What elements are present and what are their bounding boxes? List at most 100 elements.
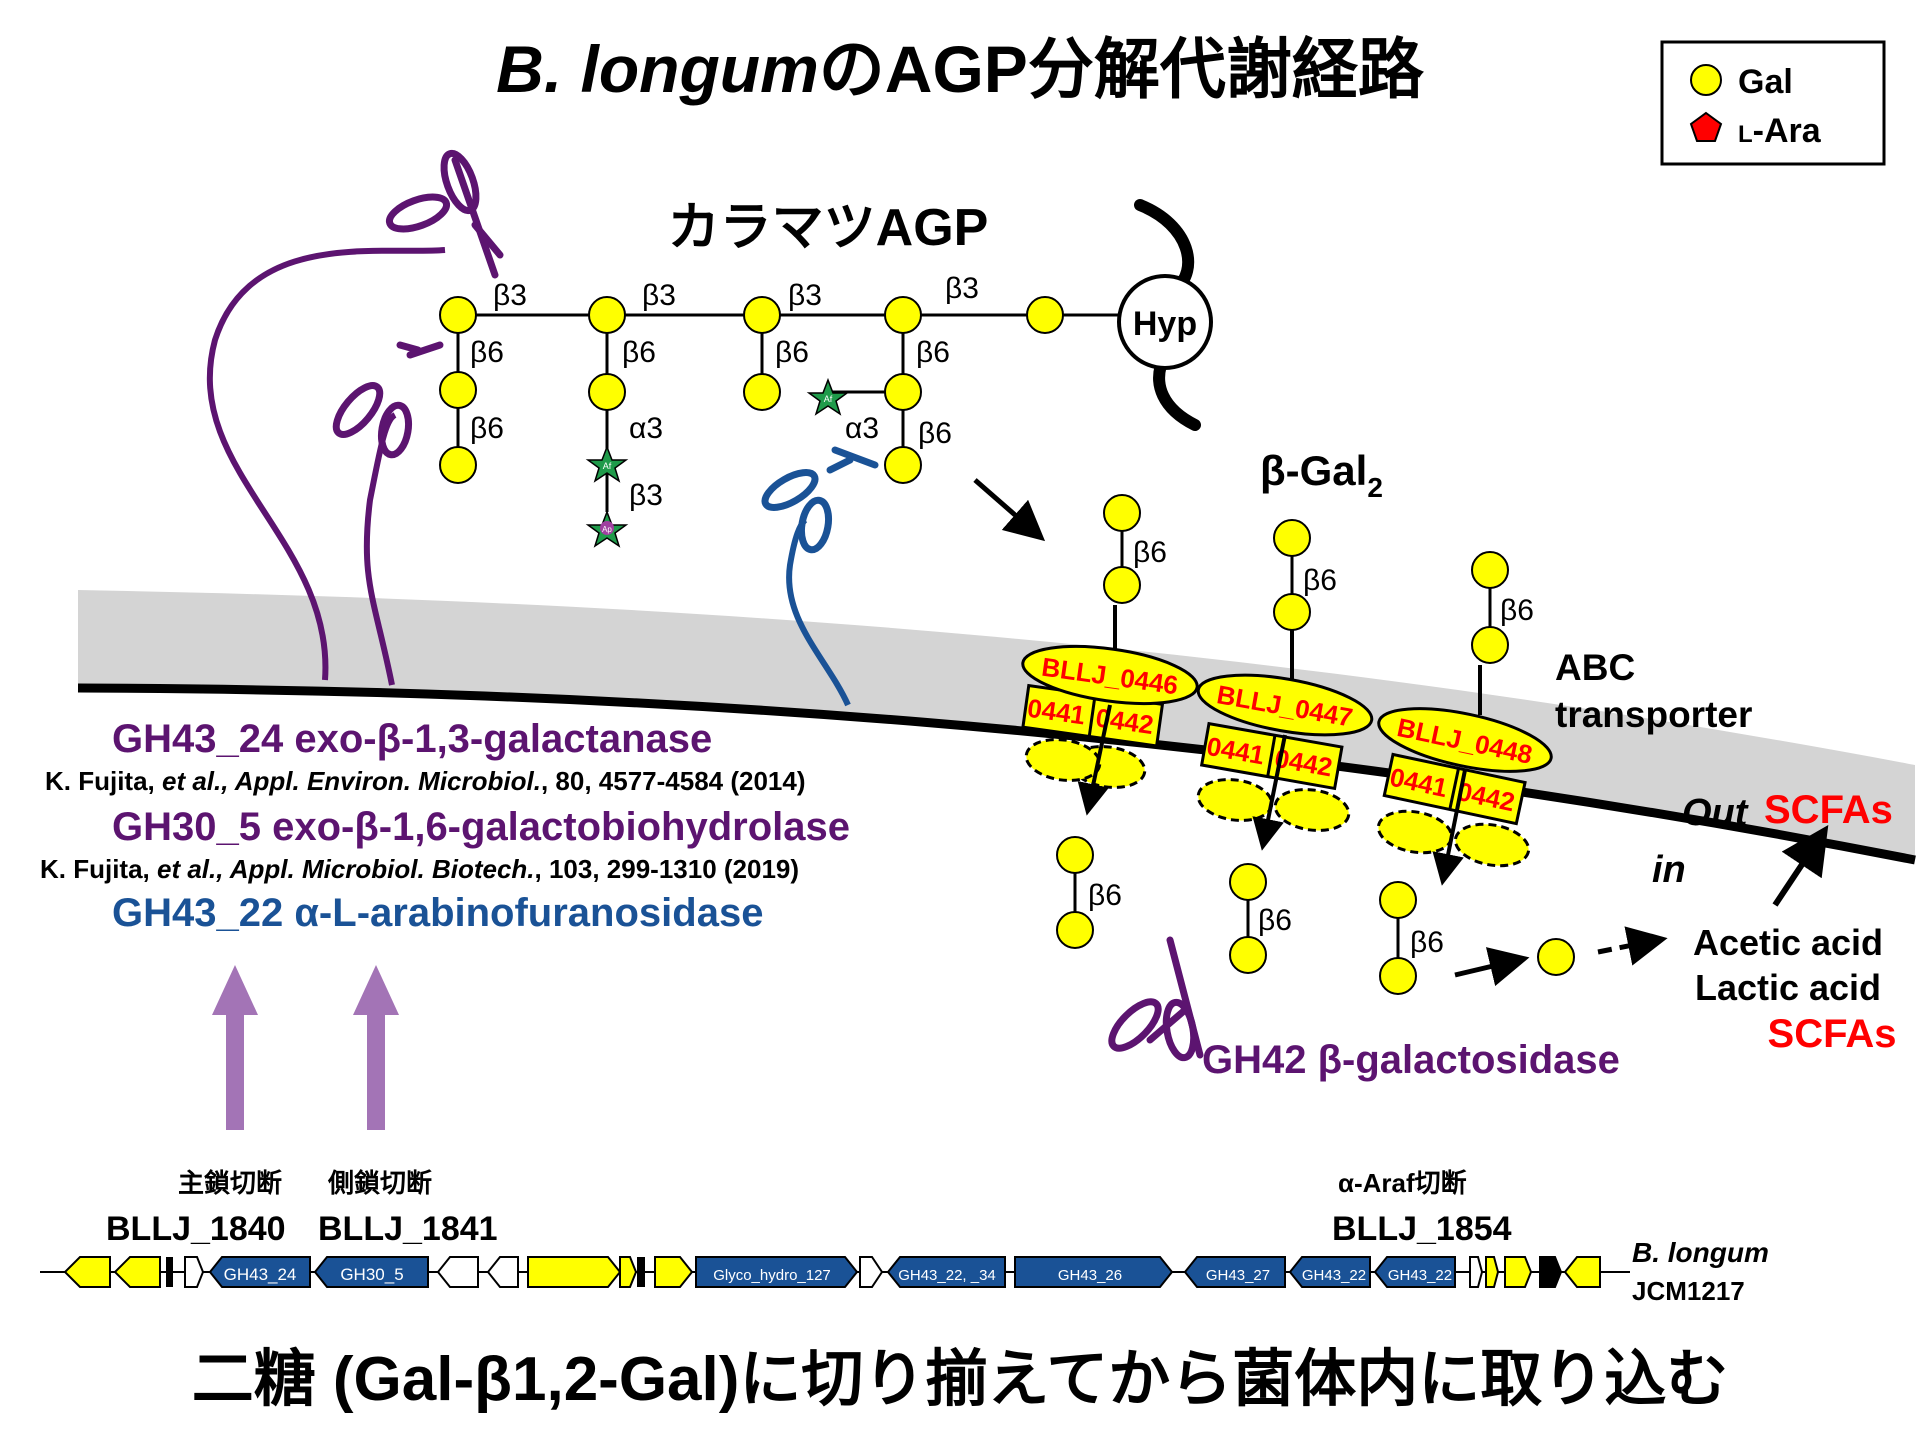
disaccharide-outside: β6 <box>1103 494 1167 604</box>
linkage-label: β6 <box>470 336 504 369</box>
linkage-label: β3 <box>788 279 822 312</box>
gal-residue <box>1026 296 1064 334</box>
linkage-label: β3 <box>642 279 676 312</box>
disaccharide-outside: β6 <box>1273 519 1337 631</box>
organism-label: B. longum <box>1632 1237 1769 1268</box>
svg-text:Glyco_hydro_127: Glyco_hydro_127 <box>713 1267 831 1284</box>
scissors-icon <box>385 149 504 279</box>
abc-label-line1: ABC <box>1555 647 1635 688</box>
abc-label-line2: transporter <box>1555 694 1752 735</box>
cell-membrane <box>77 683 1916 865</box>
svg-text:GH43_24: GH43_24 <box>224 1265 297 1284</box>
expression-arrows <box>212 965 399 1130</box>
enzyme-gh30-5: GH30_5 exo-β-1,6-galactobiohydrolase <box>112 805 850 849</box>
legend-ara-label: L-Ara <box>1738 112 1822 150</box>
linkage-label: β3 <box>945 272 979 305</box>
araf-star-label: Af <box>603 461 612 471</box>
arap-star-label: Ap <box>602 525 612 534</box>
svg-text:β6: β6 <box>1258 904 1292 937</box>
lactic-acid-label: Lactic acid <box>1695 967 1881 1008</box>
scissors-icon <box>332 341 444 459</box>
scfas-in-label: SCFAs <box>1768 1012 1897 1056</box>
gh43-24-tether <box>206 247 446 681</box>
gene-bllj-1854: BLLJ_1854 <box>1332 1210 1512 1248</box>
footer-caption: 二糖 (Gal-β1,2-Gal)に切り揃えてから菌体内に取り込む <box>192 1345 1729 1414</box>
araf-star-label: Af <box>824 394 833 404</box>
gal-residue <box>439 446 477 484</box>
arap-core <box>600 521 614 535</box>
gal-residue <box>884 446 922 484</box>
disaccharide-inside: β6 <box>1056 836 1122 949</box>
svg-text:GH30_5: GH30_5 <box>340 1265 403 1284</box>
gal-residue <box>588 373 626 411</box>
gh30-5-tether <box>363 412 397 686</box>
scissors-icon <box>1108 936 1204 1062</box>
legend-gal-label: Gal <box>1738 63 1793 101</box>
svg-text:GH43_26: GH43_26 <box>1058 1267 1122 1284</box>
linkage-label: β6 <box>918 417 952 450</box>
hyp-label: Hyp <box>1133 305 1197 343</box>
gene-bllj-1841: BLLJ_1841 <box>318 1210 498 1248</box>
svg-text:β6: β6 <box>1088 879 1122 912</box>
scissors-icon <box>761 446 879 554</box>
beta-gal2-label: β-Gal2 <box>1260 447 1383 503</box>
strain-label: JCM1217 <box>1632 1276 1745 1306</box>
in-label: in <box>1652 849 1686 891</box>
gal-residue <box>743 296 781 334</box>
abc-transporter-0446: 0441 0442 BLLJ_0446 <box>1021 605 1199 816</box>
svg-text:GH43_27: GH43_27 <box>1206 1267 1270 1284</box>
title-rest: のAGP分解代謝経路 <box>819 32 1425 106</box>
scfas-out-label: SCFAs <box>1764 788 1893 832</box>
svg-text:GH43_22: GH43_22 <box>1388 1267 1452 1284</box>
hydrolysis-arrow <box>1454 947 1530 987</box>
linkage-label: β3 <box>629 479 663 512</box>
title-organism: B. longum <box>496 32 819 106</box>
svg-text:GH43_22, _34: GH43_22, _34 <box>898 1267 996 1284</box>
page-title: B. longumのAGP分解代謝経路 <box>496 32 1425 106</box>
linkage-label: β3 <box>493 279 527 312</box>
svg-text:GH43_22: GH43_22 <box>1302 1267 1366 1284</box>
disaccharide-outside: β6 <box>1471 551 1534 664</box>
acetic-acid-label: Acetic acid <box>1693 922 1883 963</box>
side-chain-cut-label: 側鎖切断 <box>327 1168 432 1198</box>
gal-residue <box>884 296 922 334</box>
gene-bllj-1840: BLLJ_1840 <box>106 1210 286 1248</box>
agp-label: カラマツAGP <box>668 199 989 257</box>
linkage-label: α3 <box>845 412 879 445</box>
gal-residue <box>588 296 626 334</box>
linkage-label: β6 <box>622 336 656 369</box>
disaccharide-inside: β6 <box>1379 881 1444 995</box>
araf-star-icon <box>806 377 850 416</box>
araf-star-icon <box>585 444 629 483</box>
legend-ara-icon <box>1689 111 1723 142</box>
gal-residue <box>439 296 477 334</box>
svg-text:β6: β6 <box>1133 536 1167 569</box>
reference-2: K. Fujita, et al., Appl. Microbiol. Biot… <box>40 854 799 884</box>
enzyme-gh43-22: GH43_22 α-L-arabinofuranosidase <box>112 891 763 935</box>
abc-transporter-0448: 0441 0442 BLLJ_0448 <box>1376 665 1553 886</box>
gh42-label: GH42 β-galactosidase <box>1202 1038 1620 1082</box>
linkage-label: β6 <box>775 336 809 369</box>
hyp-residue <box>1117 274 1213 370</box>
out-label: Out <box>1682 792 1749 834</box>
fermentation-arrow <box>1597 926 1668 966</box>
release-arrow <box>973 478 1046 542</box>
svg-text:β6: β6 <box>1303 564 1337 597</box>
enzyme-gh43-24: GH43_24 exo-β-1,3-galactanase <box>112 717 712 761</box>
gal-residue <box>439 371 477 409</box>
legend: Gal L-Ara <box>1660 40 1886 166</box>
linkage-label: α3 <box>629 412 663 445</box>
gene-cluster: GH43_24 GH30_5 Glyco_hydro_127 GH43_22, … <box>40 1256 1630 1288</box>
legend-gal-icon <box>1690 64 1722 96</box>
gal-residue <box>884 373 922 411</box>
disaccharide-inside: β6 <box>1229 863 1292 974</box>
svg-text:β6: β6 <box>1500 594 1534 627</box>
linkage-label: β6 <box>916 336 950 369</box>
gal-monomer <box>1537 938 1575 976</box>
export-arrow <box>1772 825 1829 907</box>
agp-structure: Hyp Af Ap Af β3 β3 β3 β3 β6 β6 β6 α3 β3 … <box>439 199 1213 548</box>
svg-text:β6: β6 <box>1410 926 1444 959</box>
main-chain-cut-label: 主鎖切断 <box>178 1168 282 1198</box>
araf-cut-label: α-Araf切断 <box>1338 1168 1467 1198</box>
